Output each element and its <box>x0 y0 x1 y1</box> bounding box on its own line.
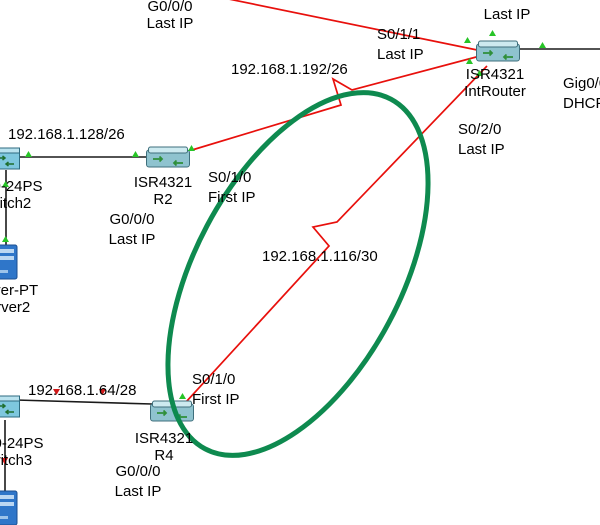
interface-name: S0/1/1 <box>377 26 421 43</box>
interface-name: S0/1/0 <box>484 0 531 5</box>
interface-name: Gig0/0/0 <box>563 75 600 92</box>
port-label-r2-g000: G0/0/0 Last IP <box>109 210 156 250</box>
device-model: 2960-24PS <box>0 435 44 452</box>
port-label-introuter-s011: S0/1/1 Last IP <box>377 25 424 65</box>
subnet-label-64: 192.168.1.64/28 <box>28 382 137 399</box>
device-name: R4 <box>154 447 174 464</box>
router-icon-introuter[interactable] <box>476 40 520 62</box>
device-label-r4: ISR4321 R4 <box>135 430 193 464</box>
device-model: ISR4321 <box>465 66 525 83</box>
link-serial-introuter-r4[interactable] <box>185 65 488 403</box>
link-up-icon <box>132 151 139 157</box>
device-label-introuter: ISR4321 IntRouter <box>464 66 526 100</box>
interface-note: First IP <box>192 391 240 408</box>
link-down-icon <box>99 389 106 395</box>
interface-note: Last IP <box>377 46 424 63</box>
device-label-switch3: 2960-24PS Switch3 <box>0 435 44 469</box>
link-up-icon <box>489 30 496 36</box>
link-serial-topleft-introuter[interactable] <box>214 0 483 52</box>
device-name: Server2 <box>0 299 31 316</box>
subnet-label-116: 192.168.1.116/30 <box>262 248 378 265</box>
server-icon-server2[interactable] <box>0 244 18 280</box>
port-label-r2-s010: S0/1/0 First IP <box>208 168 256 208</box>
interface-note: Last IP <box>483 6 531 23</box>
router-icon-r2[interactable] <box>146 146 190 168</box>
link-up-icon <box>179 393 186 399</box>
device-name: Switch2 <box>0 195 32 212</box>
link-switch3-r4[interactable] <box>15 399 153 405</box>
device-model: ISR4321 <box>134 430 194 447</box>
port-label-offscreen-top-left: G0/0/0 Last IP <box>147 0 194 32</box>
link-up-icon <box>476 70 483 76</box>
device-label-switch2: 2960-24PS Switch2 <box>0 178 43 212</box>
link-down-icon <box>1 458 8 464</box>
device-name: R2 <box>153 191 173 208</box>
subnet-label-128: 192.168.1.128/26 <box>8 126 125 143</box>
device-name: IntRouter <box>464 83 526 100</box>
link-up-icon <box>466 58 473 64</box>
interface-note: DHCP <box>563 95 600 112</box>
device-name: Switch3 <box>0 452 33 469</box>
interface-name: G0/0/0 <box>109 211 155 228</box>
subnet-label-192: 192.168.1.192/26 <box>231 61 348 78</box>
link-up-icon <box>2 236 9 242</box>
switch-icon-switch3[interactable] <box>0 395 20 418</box>
port-label-r4-g000: G0/0/0 Last IP <box>115 462 162 502</box>
interface-note: Last IP <box>458 141 505 158</box>
link-up-icon <box>2 181 9 187</box>
device-model: ISR4321 <box>133 174 193 191</box>
server-icon-bottom[interactable] <box>0 490 18 525</box>
switch-icon-switch2[interactable] <box>0 147 20 170</box>
port-label-introuter-gig: Gig0/0/0 DHCP <box>563 74 600 114</box>
highlight-ellipse-annotation <box>165 90 431 458</box>
link-down-icon <box>53 389 60 395</box>
interface-note: Last IP <box>114 483 162 500</box>
device-model: 2960-24PS <box>0 178 43 195</box>
interface-name: S0/1/0 <box>208 169 252 186</box>
link-up-icon <box>188 145 195 151</box>
interface-note: First IP <box>208 189 256 206</box>
interface-note: Last IP <box>146 15 194 32</box>
device-label-server2: Server-PT Server2 <box>0 282 38 316</box>
device-label-r2: ISR4321 R2 <box>134 174 192 208</box>
port-label-offscreen-top-right: S0/1/0 Last IP <box>484 0 531 25</box>
interface-name: S0/2/0 <box>458 121 502 138</box>
interface-note: Last IP <box>108 231 156 248</box>
interface-name: S0/1/0 <box>192 371 236 388</box>
interface-name: G0/0/0 <box>147 0 193 15</box>
port-label-r4-s010: S0/1/0 First IP <box>192 370 240 410</box>
port-label-introuter-s020: S0/2/0 Last IP <box>458 120 505 160</box>
link-up-icon <box>539 42 546 48</box>
link-up-icon <box>25 151 32 157</box>
interface-name: G0/0/0 <box>115 463 161 480</box>
link-up-icon <box>464 37 471 43</box>
device-model: Server-PT <box>0 282 39 299</box>
